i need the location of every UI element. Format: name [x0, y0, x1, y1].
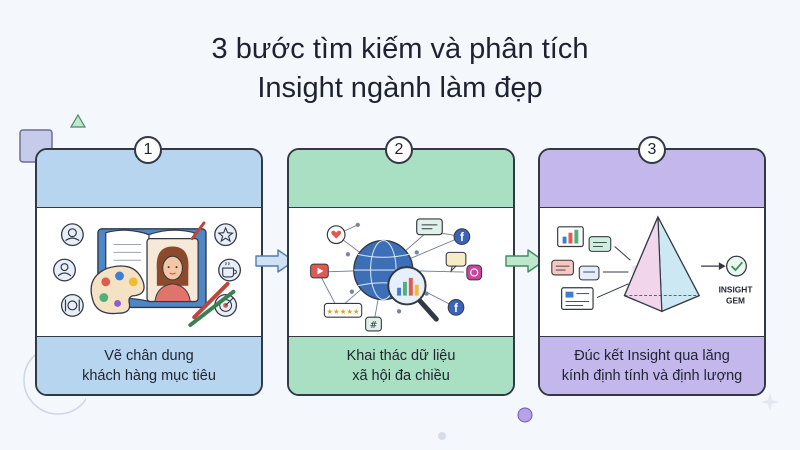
- svg-text:#: #: [370, 320, 378, 331]
- dining-icon: [60, 293, 84, 317]
- step-3-caption-line-2: kính định tính và định lượng: [561, 367, 743, 384]
- chat-icon: [445, 251, 467, 273]
- title-line-2: Insight ngành làm đẹp: [257, 72, 543, 104]
- coffee-icon: [218, 258, 242, 282]
- video-icon: [310, 263, 329, 279]
- step-3-card: INSIGHT GEM Đúc kết Insight qua lăng kín…: [538, 148, 766, 396]
- chat-icon: [551, 236, 612, 281]
- woman-portrait-icon: [146, 237, 199, 303]
- step-3-illustration: INSIGHT GEM: [551, 215, 753, 313]
- step-1-caption: Vẽ chân dung khách hàng mục tiêu: [82, 346, 216, 386]
- step-1-card: Vẽ chân dung khách hàng mục tiêu: [35, 148, 263, 396]
- facebook-icon: f f: [447, 228, 471, 316]
- svg-text:f: f: [454, 302, 458, 315]
- step-3-caption: Đúc kết Insight qua lăng kính định tính …: [562, 346, 742, 386]
- sparkle-decoration: [761, 393, 779, 411]
- step-1-caption-band: Vẽ chân dung khách hàng mục tiêu: [37, 336, 261, 394]
- bar-chart-icon: [557, 226, 584, 248]
- user-icon: [53, 258, 76, 282]
- magnifier-chart-icon: [387, 266, 439, 322]
- step-3-top-band: [540, 150, 764, 208]
- step-3-caption-line-1: Đúc kết Insight qua lăng: [574, 347, 730, 364]
- palette-icon: [90, 265, 145, 315]
- prism-icon: [623, 215, 701, 313]
- arrow-step-1-to-2: [255, 249, 295, 273]
- heart-icon: [326, 225, 346, 245]
- checkmark-icon: [726, 255, 747, 277]
- page-title: 3 bước tìm kiếm và phân tích Insight ngà…: [0, 30, 800, 108]
- step-1-illustration: [53, 221, 242, 328]
- step-2-card: f f ★★★★★ # Khai thác dữ liệu xã hội đa …: [287, 148, 515, 396]
- arrow-step-2-to-3: [505, 249, 545, 273]
- brush-icon: [188, 221, 236, 328]
- svg-text:★★★★★: ★★★★★: [327, 307, 360, 316]
- title-line-1: 3 bước tìm kiếm và phân tích: [211, 33, 589, 65]
- insight-gem-label-line-1: INSIGHT: [719, 285, 753, 295]
- step-2-illustration: f f ★★★★★ #: [310, 218, 483, 332]
- instagram-icon: [466, 264, 483, 281]
- document-icon: [561, 287, 594, 310]
- target-icon: [214, 293, 238, 317]
- step-2-caption-line-1: Khai thác dữ liệu: [346, 347, 456, 364]
- triangle-decoration: [70, 114, 86, 128]
- insight-gem-label-line-2: GEM: [726, 295, 745, 305]
- step-3-number: 3: [638, 136, 666, 164]
- chat-icon: [416, 218, 443, 236]
- hashtag-icon: #: [365, 316, 382, 332]
- dot-decoration: [517, 407, 533, 423]
- rating-stars-icon: ★★★★★: [323, 302, 363, 318]
- step-1-caption-line-2: khách hàng mục tiêu: [82, 367, 216, 384]
- svg-text:f: f: [460, 231, 464, 244]
- star-icon: [214, 223, 238, 247]
- step-2-caption-band: Khai thác dữ liệu xã hội đa chiều: [289, 336, 513, 394]
- step-3-caption-band: Đúc kết Insight qua lăng kính định tính …: [540, 336, 764, 394]
- step-2-caption-line-2: xã hội đa chiều: [352, 367, 450, 384]
- step-2-caption: Khai thác dữ liệu xã hội đa chiều: [347, 346, 456, 386]
- face-icon: [60, 223, 84, 247]
- step-1-number: 1: [134, 136, 162, 164]
- step-1-caption-line-1: Vẽ chân dung: [104, 347, 194, 364]
- step-2-number: 2: [385, 136, 413, 164]
- small-dot-decoration: [438, 432, 446, 440]
